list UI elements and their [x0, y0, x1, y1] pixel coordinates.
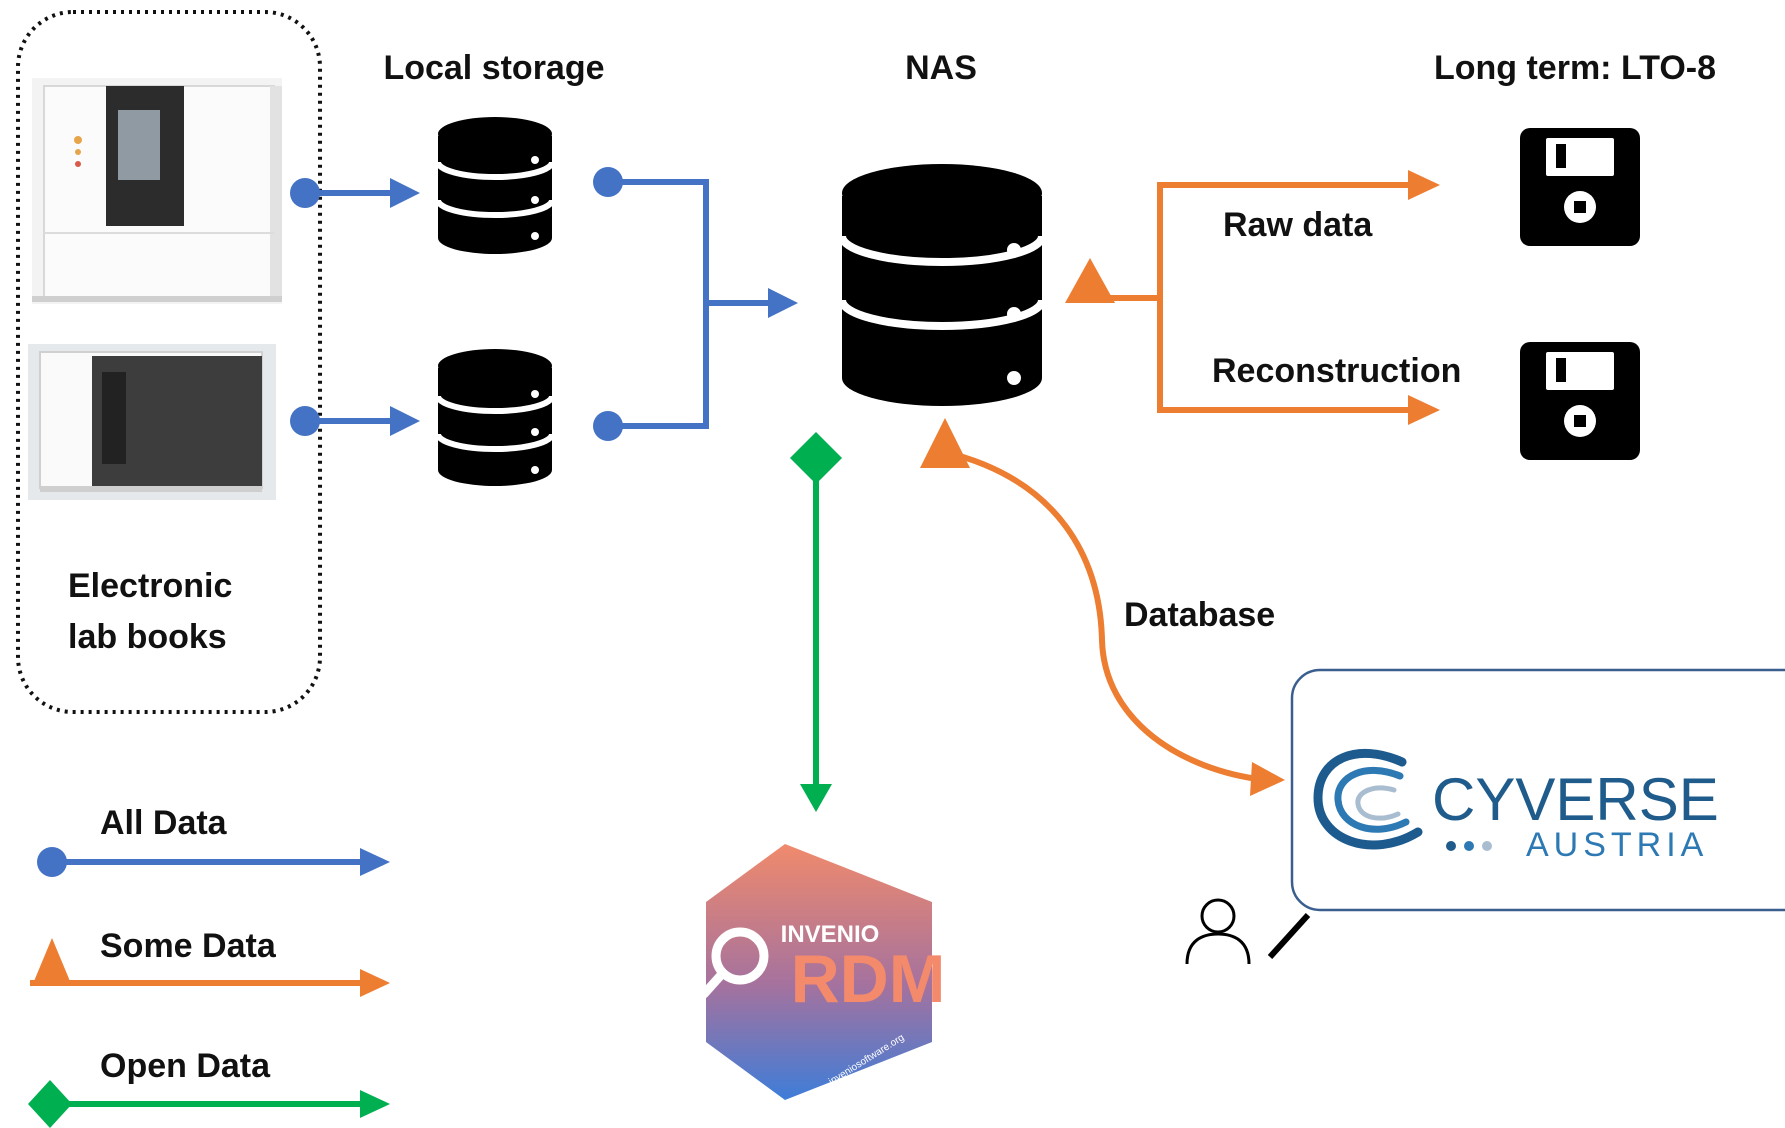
- local-storage-title: Local storage: [383, 49, 604, 87]
- invenio-rdm-logo: INVENIO RDM inveniosoftware.org: [699, 844, 946, 1100]
- some-data-arrowheads: [920, 170, 1440, 796]
- elab-label-line2: lab books: [68, 618, 227, 656]
- elab-label-line1: Electronic: [68, 567, 232, 605]
- floppy-disk-icon-raw: [1520, 128, 1640, 246]
- invenio-big-text: RDM: [791, 941, 946, 1017]
- all-data-connectors: [305, 179, 780, 429]
- raw-data-label: Raw data: [1223, 206, 1373, 244]
- legend-open-data-swatch: [28, 1080, 390, 1128]
- legend-all-data-swatch: [37, 847, 390, 877]
- legend-open-data-label: Open Data: [100, 1047, 271, 1085]
- open-data-connector: [790, 432, 842, 812]
- floppy-disk-icon-reconstruction: [1520, 342, 1640, 460]
- database-label: Database: [1124, 596, 1275, 634]
- long-term-title: Long term: LTO-8: [1434, 49, 1716, 87]
- legend-all-data-label: All Data: [100, 804, 228, 842]
- legend-some-data-swatch: [30, 938, 390, 997]
- cyverse-main-text: CYVERSE: [1432, 766, 1719, 833]
- reconstruction-label: Reconstruction: [1212, 352, 1461, 390]
- microscope-ct-scanner-2: [28, 344, 276, 500]
- cyverse-sub-text: AUSTRIA: [1526, 826, 1708, 864]
- local-storage-db-1: [435, 117, 555, 254]
- microscope-ct-scanner-1: [32, 78, 282, 304]
- invenio-small-text: INVENIO: [781, 921, 880, 948]
- local-storage-db-2: [435, 349, 555, 486]
- cyverse-austria-logo: CYVERSE AUSTRIA: [1290, 668, 1785, 912]
- nas-database-icon: [838, 164, 1046, 406]
- user-icon: [1185, 898, 1311, 965]
- nas-title: NAS: [905, 49, 977, 87]
- all-data-arrowheads: [290, 167, 798, 441]
- legend-some-data-label: Some Data: [100, 927, 277, 965]
- lab-group-frame: [16, 10, 322, 714]
